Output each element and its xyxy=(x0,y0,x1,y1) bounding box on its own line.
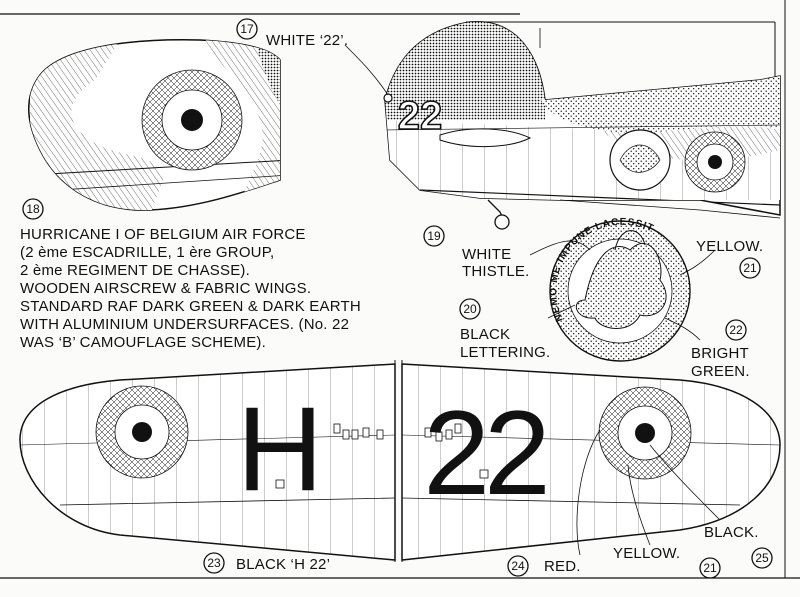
callout-23: 23 BLACK ‘H 22’ xyxy=(203,552,330,574)
wing-code-right: 22 xyxy=(423,386,545,520)
callout-21a: YELLOW. 21 xyxy=(696,238,763,279)
callout-25: 25 xyxy=(751,547,773,569)
leader-lines xyxy=(344,44,721,556)
svg-text:19: 19 xyxy=(427,229,441,243)
black-label: BLACK. xyxy=(704,524,759,541)
description-line: (2 ème ESCADRILLE, 1 ère GROUP, xyxy=(20,244,275,261)
wing-underside: H 22 xyxy=(19,360,781,562)
aircraft-description: HURRICANE I OF BELGIUM AIR FORCE (2 ème … xyxy=(20,226,390,352)
thistle-label-line1: WHITE xyxy=(462,246,511,263)
svg-text:22: 22 xyxy=(729,323,743,337)
svg-text:18: 18 xyxy=(26,202,40,216)
callout-21a-label: YELLOW. xyxy=(696,238,763,255)
fuselage-view: 22 xyxy=(383,21,781,230)
description-line: WITH ALUMINIUM UNDERSURFACES. (No. 22 xyxy=(20,316,350,333)
svg-text:21: 21 xyxy=(703,561,717,575)
callout-19: 19 xyxy=(423,225,445,247)
callout-20-label-line1: BLACK xyxy=(460,326,510,343)
thistle-label-line2: THISTLE. xyxy=(462,263,529,280)
description-line: WOODEN AIRSCREW & FABRIC WINGS. xyxy=(20,280,312,297)
callout-22: 22 BRIGHT GREEN. xyxy=(691,319,750,380)
callout-20: 20 BLACK LETTERING. xyxy=(459,298,550,361)
svg-text:21: 21 xyxy=(743,261,757,275)
svg-text:25: 25 xyxy=(755,551,769,565)
callout-24-label: RED. xyxy=(544,558,581,575)
svg-text:24: 24 xyxy=(511,559,525,573)
callout-17: 17 WHITE ‘22’. xyxy=(236,18,348,49)
fuselage-code: 22 xyxy=(398,94,443,138)
thistle-badge: NEMO ME IMPUNE LACESSIT xyxy=(548,217,691,362)
callout-21b-label: YELLOW. xyxy=(613,545,680,562)
svg-text:17: 17 xyxy=(240,22,254,36)
callout-24: 24 RED. xyxy=(507,555,581,577)
tailplane-view xyxy=(28,39,281,211)
callout-20-label-line2: LETTERING. xyxy=(460,344,550,361)
callout-18: 18 xyxy=(22,198,44,220)
description-line: HURRICANE I OF BELGIUM AIR FORCE xyxy=(20,226,306,243)
callout-22-label-line1: BRIGHT xyxy=(691,345,749,362)
description-line: WAS ‘B’ CAMOUFLAGE SCHEME). xyxy=(20,334,266,351)
callout-thistle: WHITE THISTLE. xyxy=(462,246,529,280)
wing-code-left: H xyxy=(237,382,324,516)
callout-17-label: WHITE ‘22’. xyxy=(266,32,348,49)
callout-black: BLACK. xyxy=(704,524,759,541)
description-line: 2 ème REGIMENT DE CHASSE). xyxy=(20,262,250,279)
svg-text:20: 20 xyxy=(463,302,477,316)
svg-text:23: 23 xyxy=(207,556,221,570)
description-line: STANDARD RAF DARK GREEN & DARK EARTH xyxy=(20,298,361,315)
callout-23-label: BLACK ‘H 22’ xyxy=(236,556,330,573)
callout-22-label-line2: GREEN. xyxy=(691,363,750,380)
callout-21b: YELLOW. 21 xyxy=(613,545,721,579)
